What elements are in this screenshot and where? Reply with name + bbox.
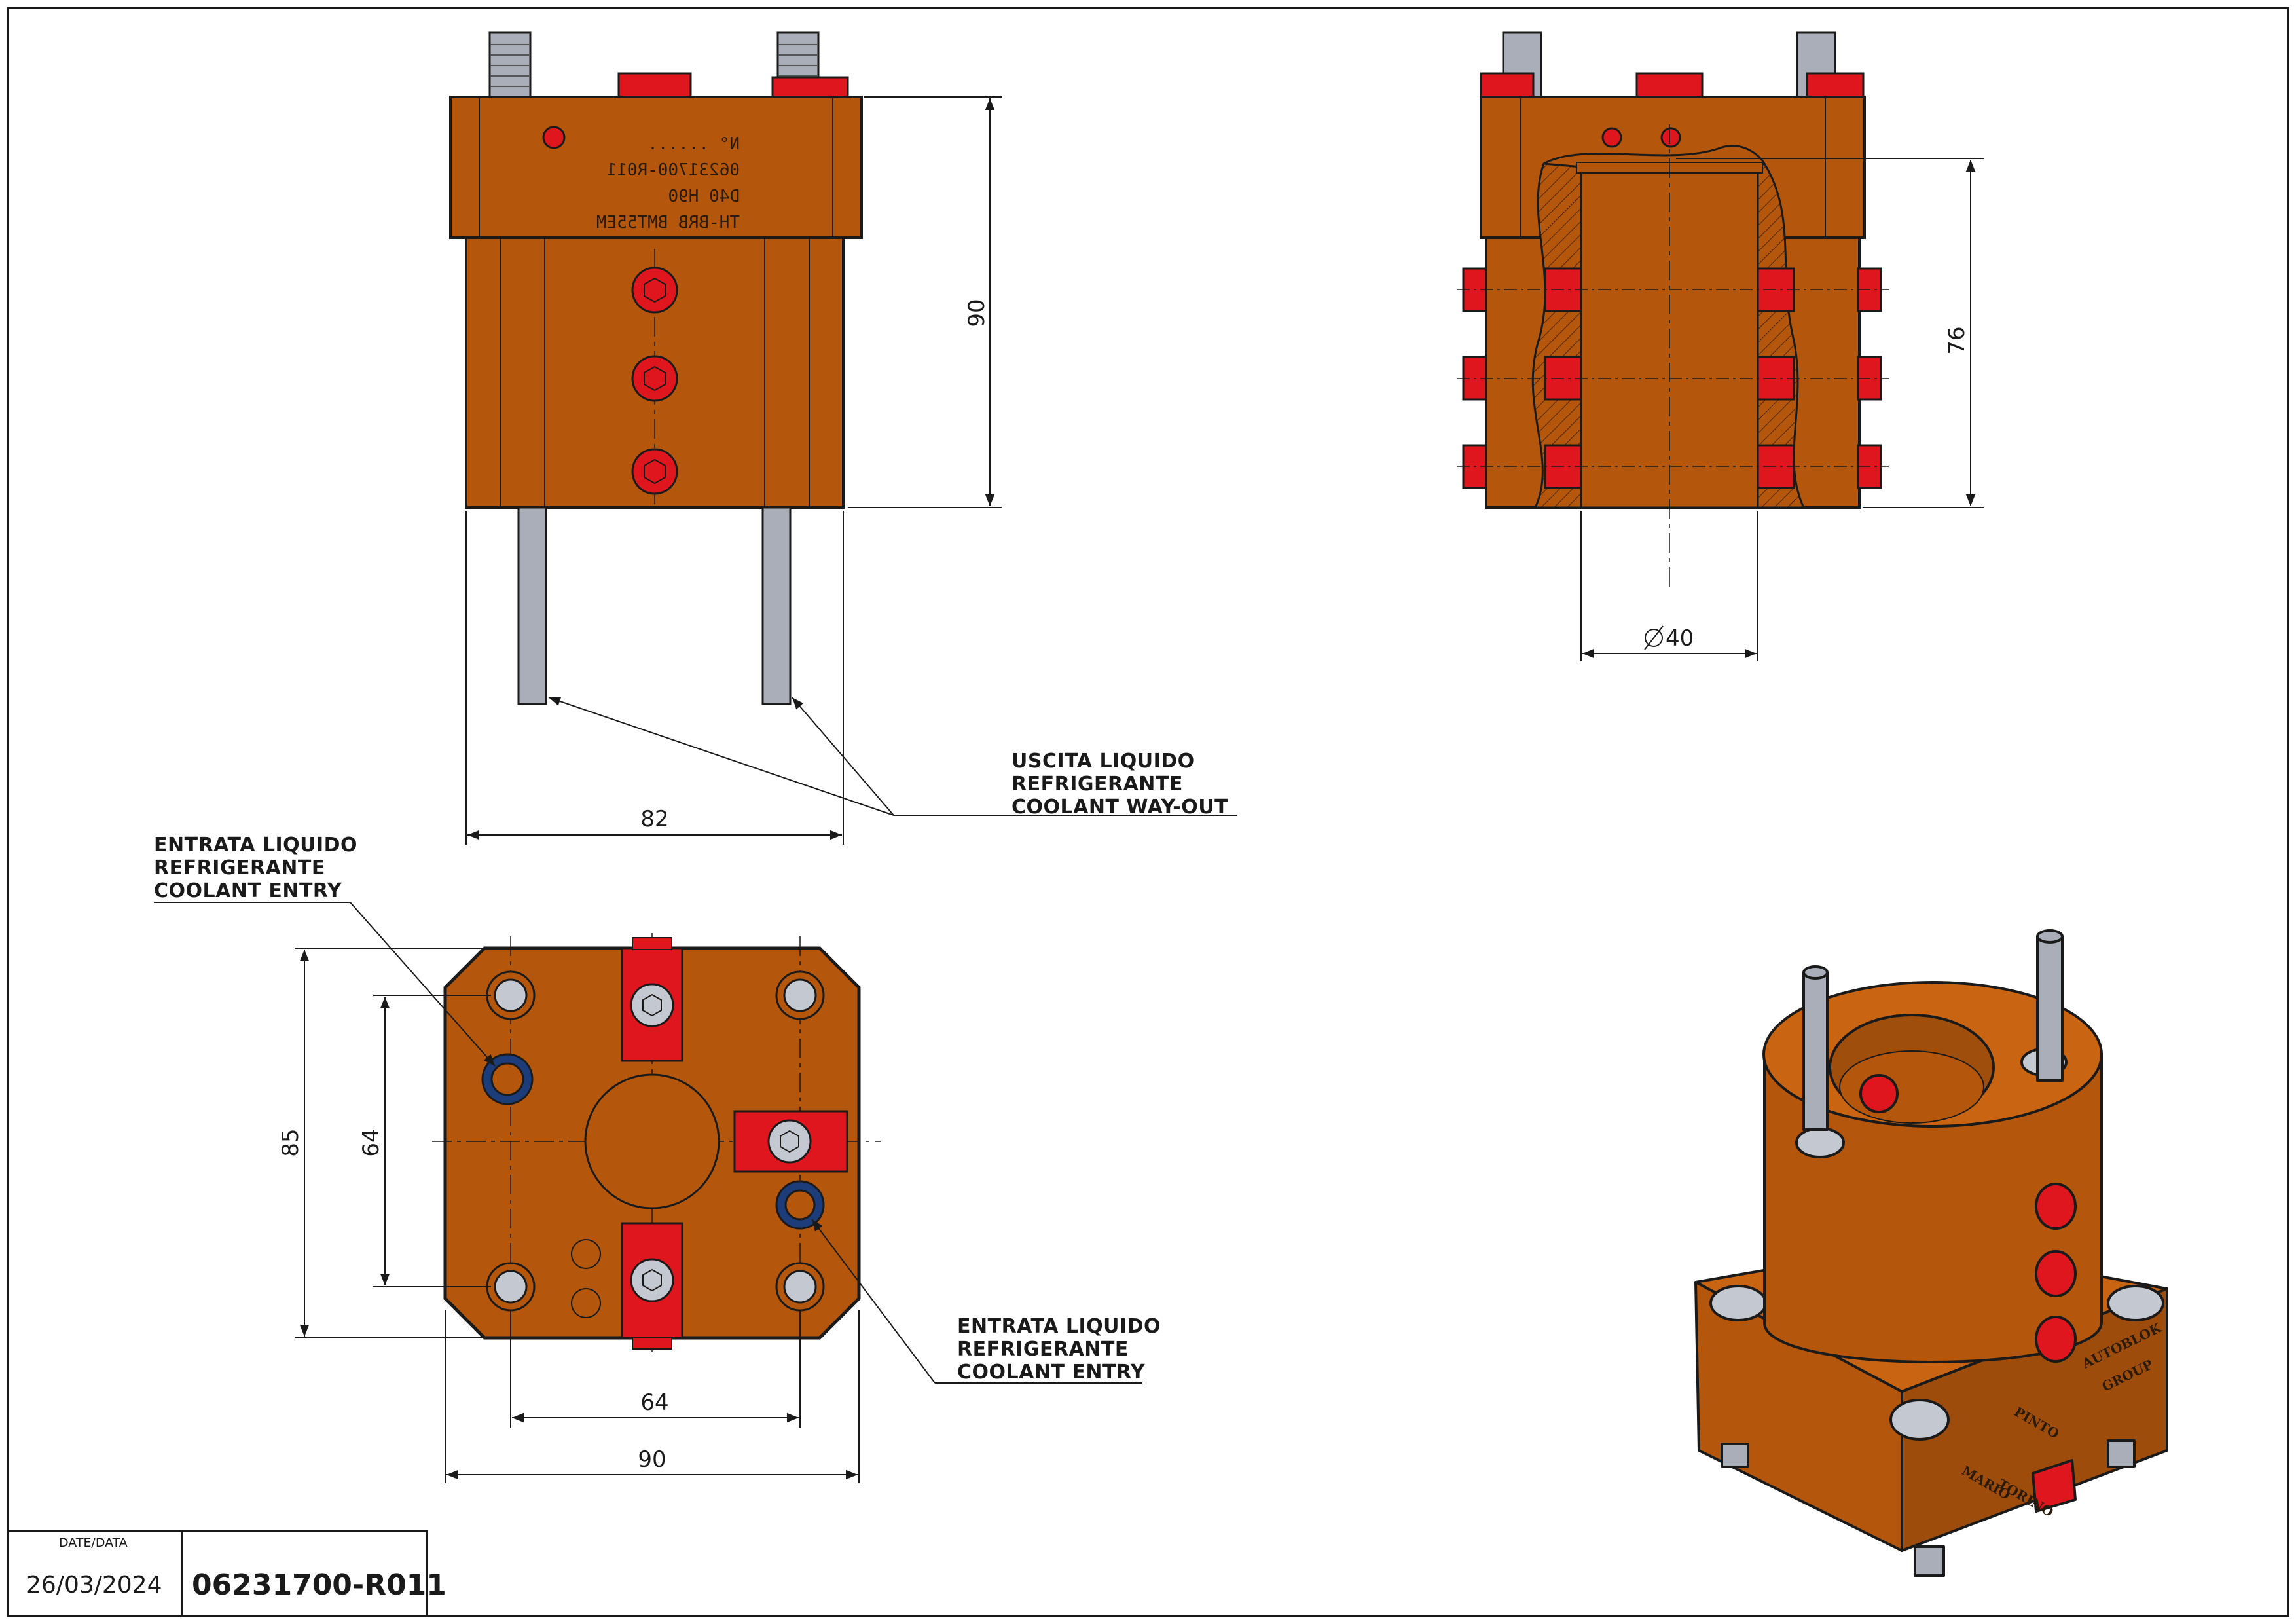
sheet-border: [7, 7, 2289, 1617]
dim-side-bore: 40: [1644, 625, 1694, 652]
svg-text:40: 40: [1666, 625, 1694, 652]
front-screw-2: [631, 355, 678, 402]
dim-side-height: 76: [1944, 326, 1970, 354]
note-entry-right-1: ENTRATA LIQUIDO: [957, 1315, 1161, 1338]
svg-text:06231700-R011: 06231700-R011: [607, 160, 740, 180]
iso-pin-right: [2036, 935, 2064, 1082]
iso-cylinder: [1763, 1053, 2103, 1363]
dim-top-height-inner: 64: [358, 1128, 384, 1156]
coolant-pipe-right: [761, 506, 792, 705]
dim-top-width-outer: 90: [638, 1447, 666, 1473]
date-label: DATE/DATA: [59, 1536, 128, 1550]
top-view: 85 64 64 90 ENTRATA LIQUIDO R: [154, 834, 1161, 1483]
title-block: DATE/DATA 26/03/2024 06231700-R011: [7, 1530, 446, 1617]
section-hatch-left: [1531, 162, 1582, 509]
coolant-port-left: [481, 1053, 534, 1105]
svg-text:D40 H90: D40 H90: [668, 187, 740, 206]
front-small-hole: [542, 126, 566, 149]
drawing-number: 06231700-R011: [192, 1568, 446, 1602]
note-coolant-out-2: REFRIGERANTE: [1011, 773, 1183, 796]
note-coolant-out-3: COOLANT WAY-OUT: [1011, 796, 1228, 819]
dim-top-width-inner: 64: [640, 1390, 668, 1416]
note-entry-left-2: REFRIGERANTE: [154, 857, 325, 879]
drawing-date: 26/03/2024: [26, 1572, 162, 1598]
iso-pin-left: [1802, 971, 1829, 1131]
isometric-view: [1694, 929, 2168, 1577]
svg-text:N° ......: N° ......: [647, 134, 740, 154]
front-screw-3: [631, 448, 678, 495]
coolant-pipe-left: [517, 506, 547, 705]
note-entry-right-2: REFRIGERANTE: [957, 1338, 1129, 1361]
note-entry-left-1: ENTRATA LIQUIDO: [154, 834, 357, 857]
dim-front-width: 82: [640, 806, 668, 832]
top-bore: [584, 1073, 720, 1209]
front-screw-1: [631, 267, 678, 314]
note-entry-left-3: COOLANT ENTRY: [154, 879, 342, 902]
dim-front-height: 90: [964, 299, 990, 327]
note-coolant-out-1: USCITA LIQUIDO: [1011, 750, 1195, 773]
dim-top-height-outer: 85: [278, 1128, 304, 1156]
section-hatch-right: [1757, 162, 1806, 509]
svg-text:TH-BRB BMT55EM: TH-BRB BMT55EM: [596, 213, 740, 232]
front-base-plate: [449, 96, 863, 239]
top-corner-screws: [486, 970, 825, 1312]
note-entry-right-3: COOLANT ENTRY: [957, 1361, 1146, 1384]
front-view: N° ...... 06231700-R011 D40 H90 TH-BRB B…: [449, 31, 1237, 845]
engraving: N° ...... 06231700-R011 D40 H90 TH-BRB B…: [596, 134, 740, 232]
coolant-port-right: [775, 1180, 825, 1230]
side-section-view: 76 40: [1457, 31, 1984, 661]
